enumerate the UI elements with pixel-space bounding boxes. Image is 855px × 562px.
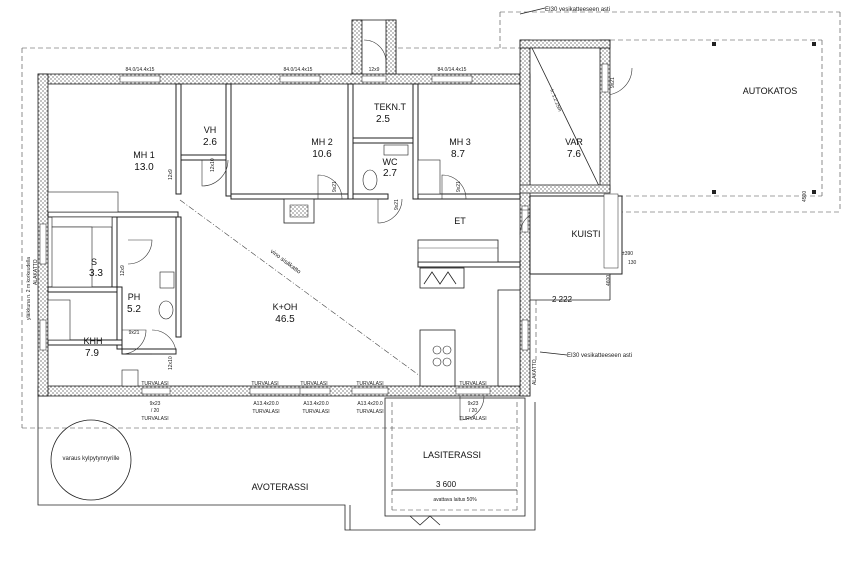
turvalasi-10: TURVALASI bbox=[459, 416, 486, 422]
room-vh-area: 2.6 bbox=[203, 137, 217, 148]
room-kuisti-name: KUISTI bbox=[571, 229, 600, 239]
room-khh-name: KHH bbox=[83, 336, 102, 346]
window-label-top-3: 84.0/14.4x15 bbox=[438, 67, 467, 73]
room-s-area: 3.3 bbox=[89, 268, 103, 279]
avoterassi-outline bbox=[37, 396, 536, 531]
window-a13-1: A13.4x20.0 bbox=[253, 401, 279, 407]
turvalasi-1: TURVALASI bbox=[141, 381, 168, 387]
window-9x21-khh: 9x21 bbox=[129, 330, 140, 336]
window-a13-3: A13.4x20.0 bbox=[357, 401, 383, 407]
dim-390: ±390 bbox=[622, 251, 633, 257]
door-label-mh3: 9x21 bbox=[456, 181, 462, 192]
room-avoterassi-name: AVOTERASSI bbox=[252, 482, 309, 492]
room-var-name: VAR bbox=[565, 137, 583, 147]
turvalasi-7: TURVALASI bbox=[252, 409, 279, 415]
room-var-area: 7.6 bbox=[567, 149, 581, 160]
dim-4500: 4500 bbox=[802, 191, 808, 202]
room-mh3-name: MH 3 bbox=[449, 137, 471, 147]
room-khh-area: 7.9 bbox=[85, 348, 99, 359]
window-label-top-2: 84.0/14.4x15 bbox=[284, 67, 313, 73]
door-label-mh2: 9x21 bbox=[332, 181, 338, 192]
room-mh1-area: 13.0 bbox=[134, 162, 154, 173]
room-mh2-name: MH 2 bbox=[311, 137, 333, 147]
hot-tub-note: varaus kylpytynnyrille bbox=[62, 456, 120, 462]
upper-window-note: yläikkuna n. 2 m korkeudella bbox=[26, 257, 32, 320]
window-labels: 84.0/14.4x15 84.0/14.4x15 84.0/14.4x15 1… bbox=[126, 67, 487, 422]
turvalasi-8: TURVALASI bbox=[302, 409, 329, 415]
room-labels: MH 1 13.0 VH 2.6 MH 2 10.6 TEKN.T 2.5 WC… bbox=[83, 86, 797, 492]
dim-130: 130 bbox=[628, 260, 637, 266]
slope-note: h. 1:2.25m bbox=[548, 89, 562, 113]
turvalasi-3: TURVALASI bbox=[300, 381, 327, 387]
room-et-name: ET bbox=[454, 216, 466, 226]
chimney-box bbox=[351, 19, 397, 76]
door-label-s: 12x9 bbox=[120, 265, 126, 276]
openable-note: avattava laitus 50% bbox=[433, 497, 477, 503]
window-label-top-1: 84.0/14.4x15 bbox=[126, 67, 155, 73]
fixtures bbox=[47, 144, 521, 387]
interior-walls bbox=[47, 83, 521, 355]
carport-posts bbox=[712, 42, 816, 194]
room-s-name: S bbox=[91, 257, 97, 267]
window-20-left: / 20 bbox=[151, 408, 160, 414]
room-koh-name: K+OH bbox=[273, 302, 298, 312]
var-and-kuisti-walls bbox=[519, 39, 623, 301]
roof-outline bbox=[21, 11, 841, 429]
room-vh-name: VH bbox=[204, 125, 217, 135]
window-9x23-right: 9x23 bbox=[468, 401, 479, 407]
room-tekn-area: 2.5 bbox=[376, 114, 390, 125]
turvalasi-2: TURVALASI bbox=[251, 381, 278, 387]
ei30-top-note: EI30 vesikatteeseen asti bbox=[545, 7, 610, 13]
room-ph-area: 5.2 bbox=[127, 304, 141, 315]
dim-2222: 2 222 bbox=[552, 295, 573, 304]
room-wc-name: WC bbox=[383, 157, 398, 167]
turvalasi-6: TURVALASI bbox=[141, 416, 168, 422]
door-labels: 12x9 12x10 9x21 9x21 9x21 12x9 12x10 9x2… bbox=[120, 77, 616, 370]
dim-3600: 3 600 bbox=[436, 480, 457, 489]
turvalasi-9: TURVALASI bbox=[356, 409, 383, 415]
alakatto-right-note: ALAKATTO bbox=[532, 359, 538, 385]
room-lasiterassi-name: LASITERASSI bbox=[423, 450, 481, 460]
room-mh3-area: 8.7 bbox=[451, 149, 465, 160]
window-20-right: / 20 bbox=[469, 408, 478, 414]
dim-4600: 4600 bbox=[606, 275, 612, 286]
door-label-var: 9x21 bbox=[610, 77, 616, 88]
room-tekn-name: TEKN.T bbox=[374, 102, 407, 112]
turvalasi-4: TURVALASI bbox=[356, 381, 383, 387]
sloped-ceiling-note: vino sisäkatto bbox=[269, 249, 302, 276]
alakatto-left-note: ALAKATTO bbox=[33, 259, 39, 285]
window-9x23-left: 9x23 bbox=[150, 401, 161, 407]
ei30-right-note: EI30 vesikatteeseen asti bbox=[567, 353, 632, 359]
room-autokatos-name: AUTOKATOS bbox=[743, 86, 798, 96]
window-label-tekn: 12x9 bbox=[369, 67, 380, 73]
window-a13-2: A13.4x20.0 bbox=[303, 401, 329, 407]
var-diagonal bbox=[531, 47, 601, 189]
door-label-wc: 9x21 bbox=[394, 199, 400, 210]
door-label-ph: 12x10 bbox=[168, 356, 174, 370]
turvalasi-5: TURVALASI bbox=[459, 381, 486, 387]
door-label-mh1: 12x9 bbox=[168, 169, 174, 180]
room-koh-area: 46.5 bbox=[275, 314, 295, 325]
room-mh2-area: 10.6 bbox=[312, 149, 332, 160]
room-wc-area: 2.7 bbox=[383, 168, 397, 179]
room-ph-name: PH bbox=[128, 292, 141, 302]
door-label-vh: 12x10 bbox=[210, 158, 216, 172]
sloped-ceiling-line bbox=[179, 199, 421, 377]
hot-tub-outline bbox=[50, 419, 132, 501]
room-mh1-name: MH 1 bbox=[133, 150, 155, 160]
